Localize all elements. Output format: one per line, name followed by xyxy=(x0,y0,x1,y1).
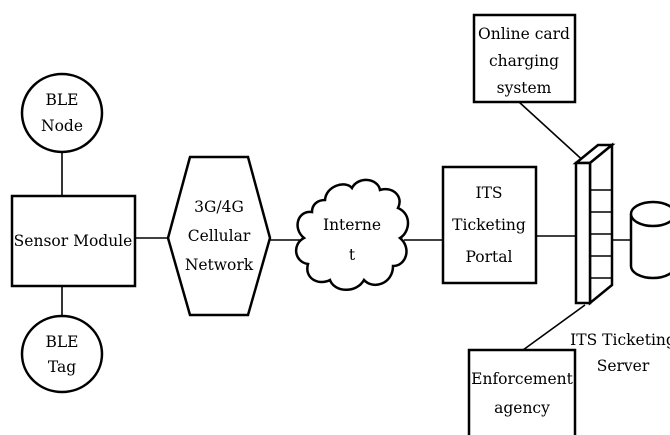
ticketing-portal-box: ITS Ticketing Portal xyxy=(441,165,538,285)
cellular-label-1: 3G/4G xyxy=(194,198,244,216)
database-cylinder-icon xyxy=(629,200,670,280)
cellular-label-3: Network xyxy=(185,256,254,274)
online-card-label-1: Online card xyxy=(478,25,570,43)
connector-onlinecard-server xyxy=(518,101,589,166)
ble-node-label-1: BLE xyxy=(46,91,79,109)
online-card-charging-box: Online card charging system xyxy=(472,13,577,104)
internet-label-1: Interne xyxy=(323,216,381,234)
sensor-module-label: Sensor Module xyxy=(14,232,133,250)
portal-label-1: ITS xyxy=(475,184,502,202)
ble-tag-label-2: Tag xyxy=(48,358,76,376)
portal-label-2: Ticketing xyxy=(452,216,526,234)
ble-node: BLE Node xyxy=(20,72,104,154)
server-label-2: Server xyxy=(597,357,650,375)
ticketing-server-tower xyxy=(572,142,616,306)
online-card-label-3: system xyxy=(497,79,552,97)
cellular-network-hexagon: 3G/4G Cellular Network xyxy=(166,155,272,317)
server-label-1: ITS Ticketing xyxy=(570,331,670,349)
ble-tag: BLE Tag xyxy=(20,314,104,394)
enforcement-agency-box: Enforcement agency xyxy=(467,348,577,435)
enforcement-label-1: Enforcement xyxy=(471,370,573,388)
sensor-module-box: Sensor Module xyxy=(10,194,137,288)
internet-label-2: t xyxy=(349,246,356,264)
ble-node-label-2: Node xyxy=(41,117,83,135)
cellular-label-2: Cellular xyxy=(188,227,251,245)
portal-label-3: Portal xyxy=(466,248,513,266)
online-card-label-2: charging xyxy=(489,52,559,70)
enforcement-label-2: agency xyxy=(494,399,550,417)
ble-tag-label-1: BLE xyxy=(46,333,79,351)
internet-cloud: Interne t xyxy=(295,178,410,291)
connector-enforcement-server xyxy=(522,304,586,351)
